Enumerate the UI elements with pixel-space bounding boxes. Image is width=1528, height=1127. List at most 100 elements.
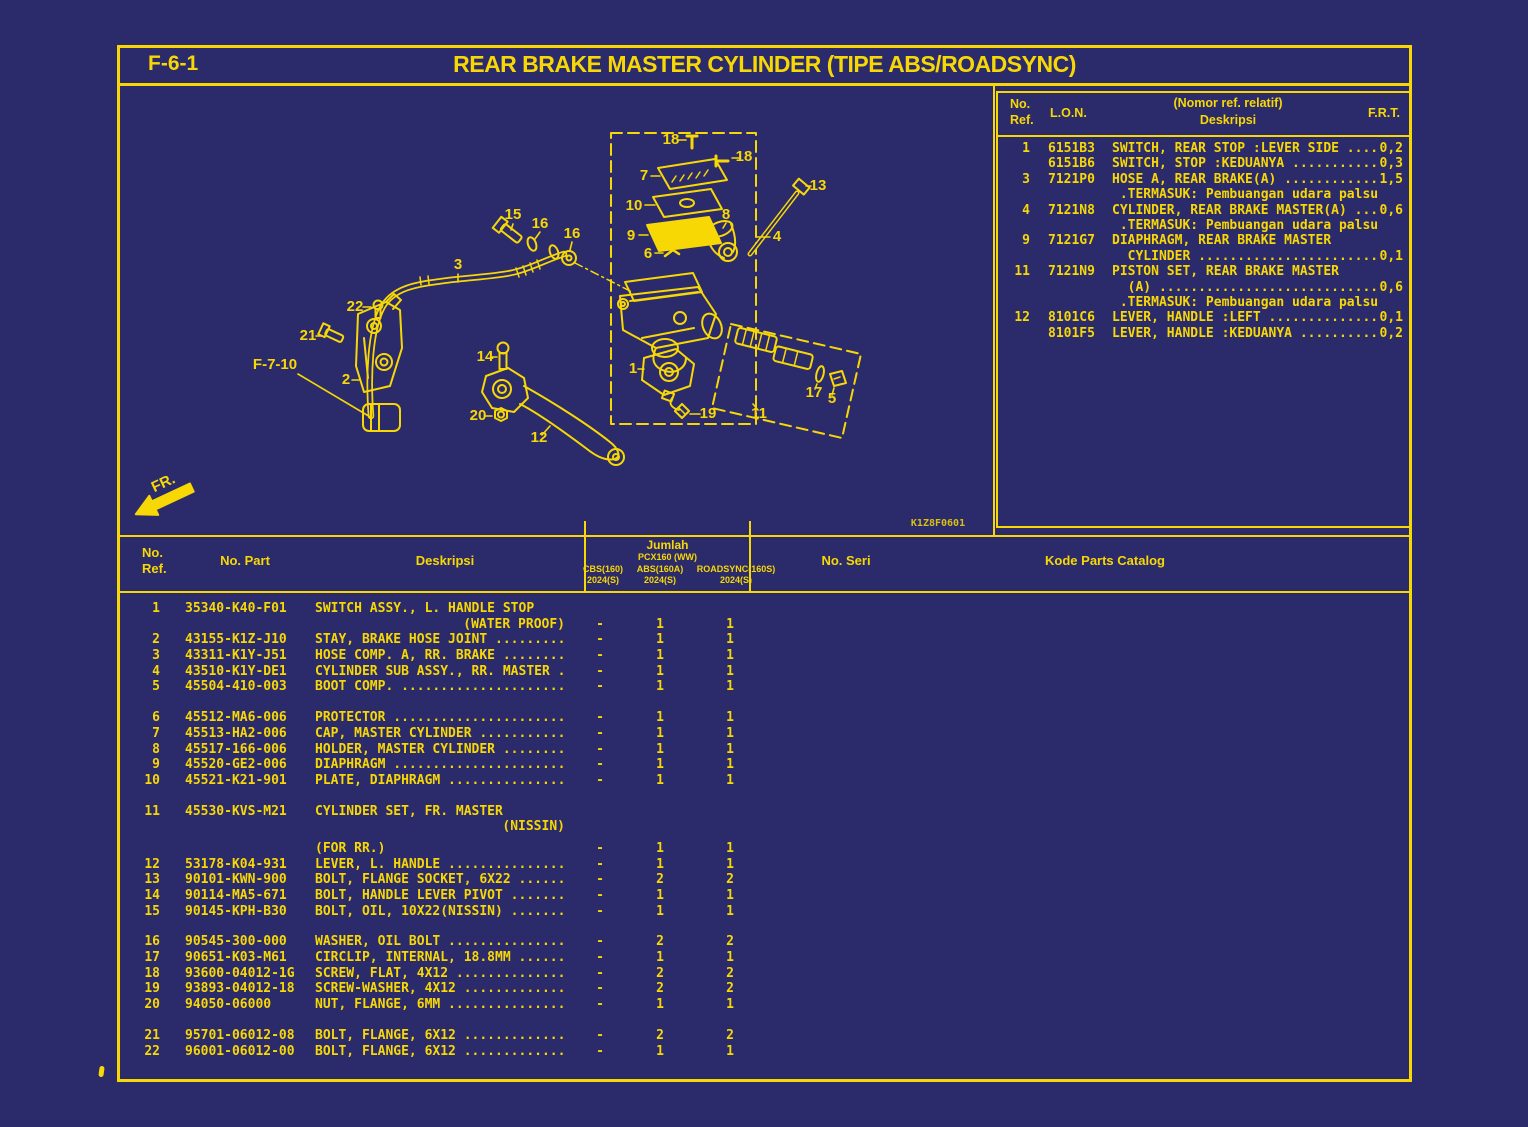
row-gap [120,789,1409,804]
qty-roadsync-cell: 1 [726,632,734,648]
frt-col-header: F.R.T. [1368,106,1400,120]
qty-roadsync-cell: 1 [726,840,734,856]
qty-roadsync-cell: 1 [726,741,734,757]
ref-cell: 12 [1014,310,1030,326]
ref-cell [998,218,1030,233]
qty-cbs-cell: - [596,997,604,1013]
frt-cell: 0,2 [1379,325,1403,341]
diagram-callout: 14 [477,348,494,365]
diagram-callout: 22 [347,298,364,315]
section-code: F-6-1 [148,52,199,75]
desc-cell: (A) ............................ [1112,279,1379,295]
lon-cell: 7121N8 [1048,202,1095,218]
lon-cell: 8101F5 [1048,325,1095,341]
part-number-cell: 43155-K1Z-J10 [185,632,287,648]
part-number-cell [185,819,315,835]
qty-abs-cell: 1 [656,632,664,648]
part-number-cell: 90651-K03-M61 [185,950,287,966]
nomor-header: (Nomor ref. relatif) [1173,96,1283,110]
qty-roadsync-cell: 2 [726,981,734,997]
qty-cbs-cell: - [596,856,604,872]
lon-cell: 6151B6 [1048,156,1095,172]
desc-cell: CYLINDER, REAR BRAKE MASTER(A) ... [1112,202,1379,218]
ref-cell: 1 [1022,141,1030,156]
cbs-col-header: CBS(160)2024(S) [582,564,624,585]
desc-cell: PROTECTOR ...................... [315,710,566,726]
qty-abs-cell: 2 [656,934,664,950]
lon-cell: 8101C6 [1048,310,1095,326]
qty-cbs-cell: - [596,903,604,919]
ref-table: No. Ref. L.O.N. (Nomor ref. relatif) Des… [996,91,1412,528]
qty-abs-cell: 2 [656,981,664,997]
desc-cell: (FOR RR.) [315,840,386,856]
diagram-callout: 16 [532,215,549,232]
ref-table-row: (A) ............................0,6 [998,280,1410,295]
diagram-callout: 1 [629,360,637,377]
diagram-callout: 9 [627,227,635,244]
qty-cbs-cell: - [596,632,604,648]
ref-cell: 22 [144,1043,160,1059]
lon-cell [1048,280,1106,295]
ref-cell [120,841,160,857]
part-number-cell: 43510-K1Y-DE1 [185,663,287,679]
part-number-cell: 45504-410-003 [185,679,287,695]
part-number-cell: 90101-KWN-900 [185,872,287,888]
diagram-code: K1Z8F0601 [911,518,965,529]
qty-cbs-cell: - [596,934,604,950]
qty-abs-cell: 1 [656,710,664,726]
page-frame: F-6-1 REAR BRAKE MASTER CYLINDER (TIPE A… [117,45,1412,1082]
diagram-callout: 15 [505,206,522,223]
qty-cbs-cell: - [596,872,604,888]
qty-cbs-cell: - [596,1043,604,1059]
frt-cell: 0,1 [1379,248,1403,264]
lon-cell [1048,218,1106,233]
ref-cell: 12 [144,856,160,872]
part-number-cell: 93600-04012-1G [185,965,295,981]
desc-cell: STAY, BRAKE HOSE JOINT ......... [315,632,566,648]
lon-cell [1048,295,1106,310]
ref-cell: 13 [144,872,160,888]
part-number-cell: 90145-KPH-B30 [185,903,287,919]
diagram-callout: 10 [626,197,643,214]
qty-abs-cell: 1 [656,679,664,695]
ref-cell: 11 [1014,264,1030,280]
deskripsi-header: Deskripsi [1199,113,1257,127]
diagram-callout: 6 [644,245,652,262]
diagram-callout: 20 [470,407,487,424]
desc-cell: SWITCH ASSY., L. HANDLE STOP [315,601,535,616]
qty-roadsync-cell: 1 [726,772,734,788]
jumlah-header: Jumlah [646,538,689,552]
qty-roadsync-cell: 1 [726,856,734,872]
qty-roadsync-cell: 2 [726,872,734,888]
parts-table-row: (NISSIN) [120,819,1409,835]
ref-cell: 16 [144,934,160,950]
lon-col-header: L.O.N. [1050,106,1087,120]
jumlah-box-tick [749,521,751,537]
qty-abs-cell: 1 [656,950,664,966]
qty-cbs-cell [565,601,635,617]
desc-cell: BOLT, OIL, 10X22(NISSIN) ....... [315,903,566,919]
ref-cell: 6 [152,710,160,726]
qty-abs-cell: 1 [656,757,664,773]
qty-abs-cell: 1 [656,663,664,679]
part-number-cell: 45517-166-006 [185,741,287,757]
desc-cell: BOLT, FLANGE, 6X12 ............. [315,1027,566,1043]
